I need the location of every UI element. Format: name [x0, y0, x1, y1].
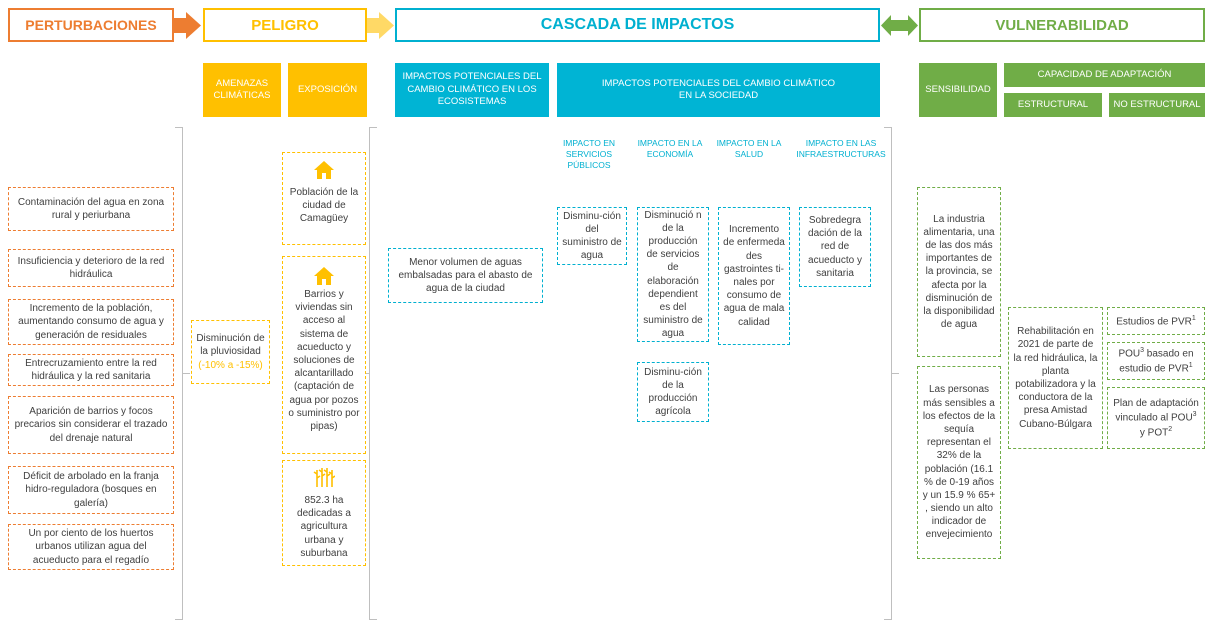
exposicion-item: 852.3 ha dedicadas a agricultura urbana …	[282, 460, 366, 566]
impacto-economia: Disminu-ción de la producción agrícola	[637, 362, 709, 422]
exposicion-text: Barrios y viviendas sin acceso al sistem…	[288, 289, 360, 432]
crop-icon	[313, 468, 335, 487]
header-vulnerabilidad: VULNERABILIDAD	[919, 8, 1205, 42]
col-amenazas-climaticas: AMENAZAS CLIMÁTICAS	[203, 63, 281, 117]
perturbacion-item: Déficit de arbolado en la franja hidro-r…	[8, 466, 174, 514]
impacto-ecosistema: Menor volumen de aguas embalsadas para e…	[388, 248, 543, 303]
bracket-left	[884, 127, 892, 620]
exposicion-item: Población de la ciudad de Camagüey	[282, 152, 366, 245]
exposicion-text: Población de la ciudad de Camagüey	[289, 187, 359, 225]
no-estructural-text: Estudios de PVR1	[1116, 314, 1196, 328]
impacto-economia: Disminució n de la producción de servici…	[637, 207, 709, 342]
perturbacion-item: Un por ciento de los huertos urbanos uti…	[8, 524, 174, 570]
bracket-tick	[892, 373, 899, 374]
exposicion-item: Barrios y viviendas sin acceso al sistem…	[282, 256, 366, 454]
subheader-servicios-publicos: IMPACTO EN SERVICIOS PÚBLICOS	[562, 138, 616, 171]
header-perturbaciones: PERTURBACIONES	[8, 8, 174, 42]
house-icon	[314, 161, 334, 179]
header-cascada-impactos: CASCADA DE IMPACTOS	[395, 8, 880, 42]
perturbacion-item: Entrecruzamiento entre la red hidráulica…	[8, 354, 174, 386]
subheader-economia: IMPACTO EN LA ECONOMÍA	[637, 138, 703, 160]
capacidad-no-estructural: Plan de adaptación vinculado al POU3 y P…	[1107, 387, 1205, 449]
col-estructural: ESTRUCTURAL	[1004, 93, 1102, 117]
double-arrow-icon	[881, 15, 918, 36]
bracket-tick	[183, 373, 190, 374]
capacidad-estructural: Rehabilitación en 2021 de parte de la re…	[1008, 307, 1103, 449]
impacto-infraestructuras: Sobredegra dación de la red de acueducto…	[799, 207, 871, 287]
col-sensibilidad: SENSIBILIDAD	[919, 63, 997, 117]
sensibilidad-item: La industria alimentaria, una de las dos…	[917, 187, 1001, 357]
impacto-servicios: Disminu-ción del suministro de agua	[557, 207, 627, 265]
bracket-left	[175, 127, 183, 620]
perturbacion-item: Aparición de barrios y focos precarios s…	[8, 396, 174, 454]
perturbacion-item: Incremento de la población, aumentando c…	[8, 299, 174, 345]
col-impactos-ecosistemas: IMPACTOS POTENCIALES DEL CAMBIO CLIMÁTIC…	[395, 63, 549, 117]
col-no-estructural: NO ESTRUCTURAL	[1109, 93, 1205, 117]
no-estructural-text: POU3 basado en estudio de PVR1	[1118, 347, 1194, 375]
perturbacion-item: Contaminación del agua en zona rural y p…	[8, 187, 174, 231]
no-estructural-text: Plan de adaptación vinculado al POU3 y P…	[1113, 397, 1199, 438]
col-exposicion: EXPOSICIÓN	[288, 63, 367, 117]
capacidad-no-estructural: POU3 basado en estudio de PVR1	[1107, 342, 1205, 380]
arrow-right-icon	[174, 12, 201, 39]
house-icon	[314, 267, 334, 285]
subheader-infraestructuras: IMPACTO EN LAS INFRAESTRUCTURAS	[796, 138, 886, 160]
impacto-salud: Incremento de enfermeda des gastrointes …	[718, 207, 790, 345]
subheader-salud: IMPACTO EN LA SALUD	[716, 138, 782, 160]
perturbacion-item: Insuficiencia y deterioro de la red hidr…	[8, 249, 174, 287]
capacidad-no-estructural: Estudios de PVR1	[1107, 307, 1205, 335]
arrow-right-icon	[367, 12, 394, 39]
amenaza-range: (-10% a -15%)	[198, 359, 263, 371]
col-impactos-sociedad: IMPACTOS POTENCIALES DEL CAMBIO CLIMÁTIC…	[557, 63, 880, 117]
col-capacidad-adaptacion: CAPACIDAD DE ADAPTACIÓN	[1004, 63, 1205, 87]
bracket-right	[369, 127, 377, 620]
amenaza-pluviosidad: Disminución de la pluviosidad (-10% a -1…	[191, 320, 270, 384]
sensibilidad-item: Las personas más sensibles a los efectos…	[917, 366, 1001, 559]
amenaza-text: Disminución de la pluviosidad	[196, 333, 265, 358]
header-peligro: PELIGRO	[203, 8, 367, 42]
exposicion-text: 852.3 ha dedicadas a agricultura urbana …	[297, 495, 351, 559]
